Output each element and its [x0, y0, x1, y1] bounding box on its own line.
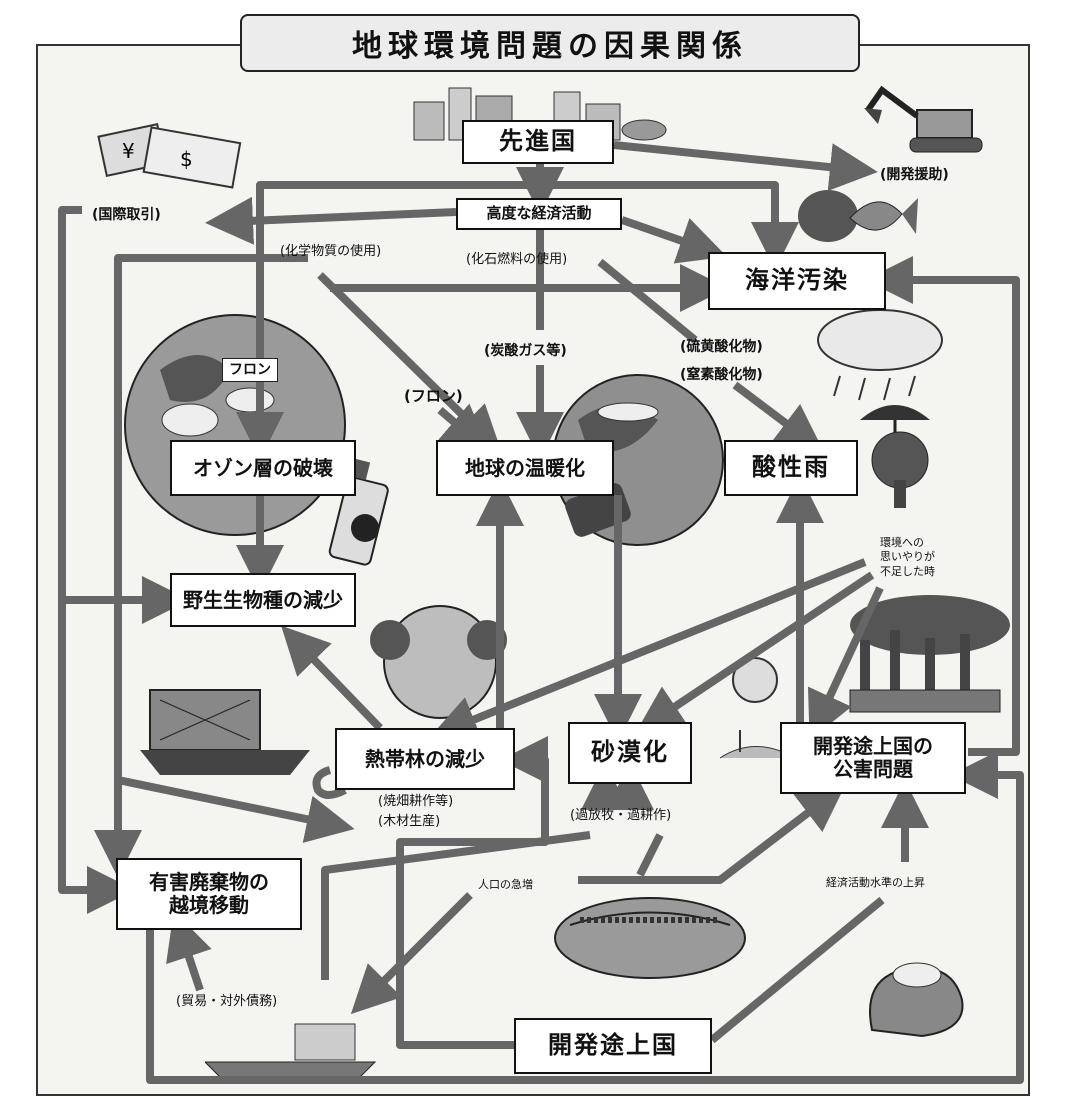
svg-text:¥: ¥	[122, 139, 135, 163]
label-trade-debt: (貿易・対外債務)	[176, 994, 278, 1009]
factory-icon	[849, 595, 1010, 713]
node-developed-countries: 先進国	[462, 120, 614, 164]
node-wildlife-decrease: 野生生物種の減少	[170, 573, 356, 627]
money-icon: ¥ $	[97, 123, 242, 189]
label-international-trade: (国際取引)	[92, 207, 161, 223]
label-development-aid: (開発援助)	[880, 167, 949, 183]
label-economic-level-rise: 経済活動水準の上昇	[826, 876, 925, 889]
arrow	[709, 896, 885, 1044]
label-freon-2: (フロン)	[404, 387, 463, 405]
world-crowd-icon	[554, 897, 746, 979]
arrow	[807, 586, 884, 741]
arrow	[312, 766, 347, 799]
node-hazardous-waste: 有害廃棄物の 越境移動	[116, 858, 302, 930]
arrow	[540, 181, 799, 270]
node-global-warming: 地球の温暖化	[436, 440, 614, 496]
arrow	[166, 911, 212, 992]
excavator-icon	[864, 85, 983, 153]
label-freon: フロン	[222, 358, 278, 383]
label-population-growth: 人口の急増	[478, 878, 533, 891]
arrow	[597, 258, 698, 344]
arrow	[94, 254, 308, 878]
label-slash-burn: (焼畑耕作等)	[378, 794, 454, 809]
label-nitrogen-oxides: (窒素酸化物)	[680, 367, 763, 383]
earth-icon	[370, 605, 507, 719]
arrow	[578, 783, 846, 884]
node-high-economic-activity: 高度な経済活動	[456, 198, 622, 230]
tree-umbrella-icon	[860, 405, 930, 508]
label-overgrazing: (過放牧・過耕作)	[570, 808, 672, 823]
ship-icon	[140, 689, 310, 775]
arrow	[281, 625, 383, 731]
arrow	[613, 141, 878, 192]
arrow	[317, 272, 503, 455]
label-fossil-fuel-use: (化石燃料の使用)	[466, 252, 568, 267]
title-banner: 地球環境問題の因果関係	[240, 14, 860, 72]
label-logging: (木材生産)	[378, 814, 441, 829]
arrow	[865, 256, 1020, 756]
node-developing-pollution: 開発途上国の 公害問題	[780, 722, 966, 794]
arrow	[117, 776, 355, 843]
arrow	[396, 736, 549, 1049]
arrow	[321, 831, 591, 980]
label-co2: (炭酸ガス等)	[484, 343, 567, 359]
label-chemical-use: (化学物質の使用)	[280, 244, 382, 259]
sack-icon	[869, 962, 964, 1038]
arrow	[236, 181, 540, 460]
page-title: 地球環境問題の因果関係	[352, 29, 748, 64]
cloud-rain-icon	[817, 309, 943, 401]
fish-icon	[798, 190, 918, 242]
arrow	[635, 571, 875, 734]
svg-text:$: $	[180, 147, 193, 171]
label-sulfur-oxides: (硫黄酸化物)	[680, 339, 763, 355]
node-developing-countries: 開発途上国	[514, 1018, 712, 1074]
arrow	[732, 381, 824, 453]
arrow	[620, 216, 727, 264]
node-tropical-forest-decrease: 熱帯林の減少	[335, 728, 515, 790]
sun-icon	[719, 657, 796, 759]
arrow	[429, 558, 867, 742]
arrow	[350, 892, 473, 1015]
arrow	[58, 600, 135, 914]
arrow	[636, 833, 664, 877]
arrow	[205, 196, 457, 245]
node-ozone-depletion: オゾン層の破壊	[170, 440, 356, 496]
node-acid-rain: 酸性雨	[724, 440, 858, 496]
node-desertification: 砂漠化	[568, 722, 692, 784]
label-lack-of-care: 環境への 思いやりが 不足した時	[880, 536, 935, 578]
arrow	[437, 403, 491, 454]
node-marine-pollution: 海洋汚染	[708, 252, 886, 310]
arrow	[146, 751, 1024, 1084]
